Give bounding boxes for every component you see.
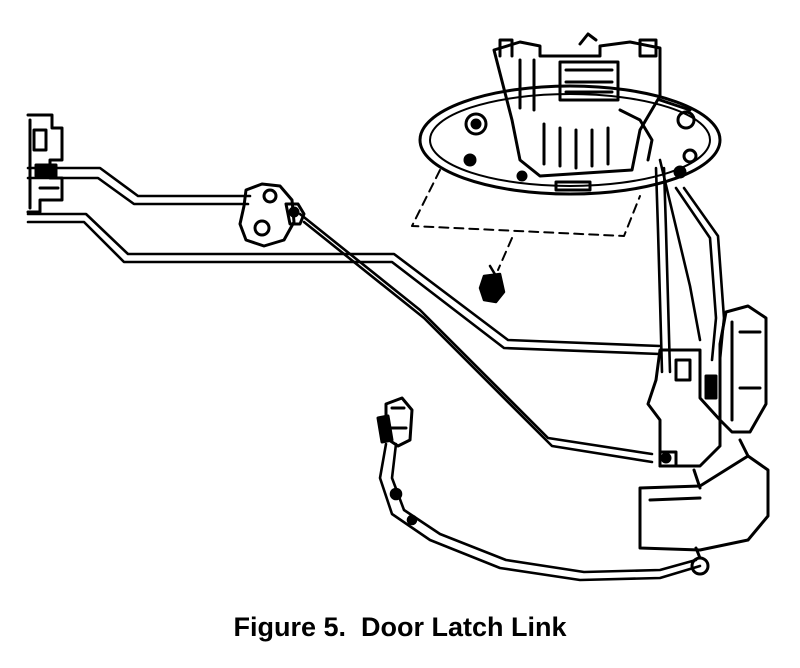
figure-caption: Figure 5. Door Latch Link (233, 612, 567, 642)
handle-rail (26, 166, 662, 356)
latch-link-rod (298, 212, 654, 464)
link-pivot (238, 182, 306, 248)
fastener-screw (478, 264, 506, 304)
exploded-view-dashes (411, 169, 641, 271)
door-latch-assembly (638, 304, 770, 576)
wire-harness (378, 442, 702, 582)
lock-module-housing (418, 32, 722, 196)
lock-rods (654, 158, 726, 374)
door-latch-link-diagram (26, 32, 770, 582)
inside-handle-bracket (26, 113, 64, 214)
wire-harness-connector (376, 396, 414, 448)
